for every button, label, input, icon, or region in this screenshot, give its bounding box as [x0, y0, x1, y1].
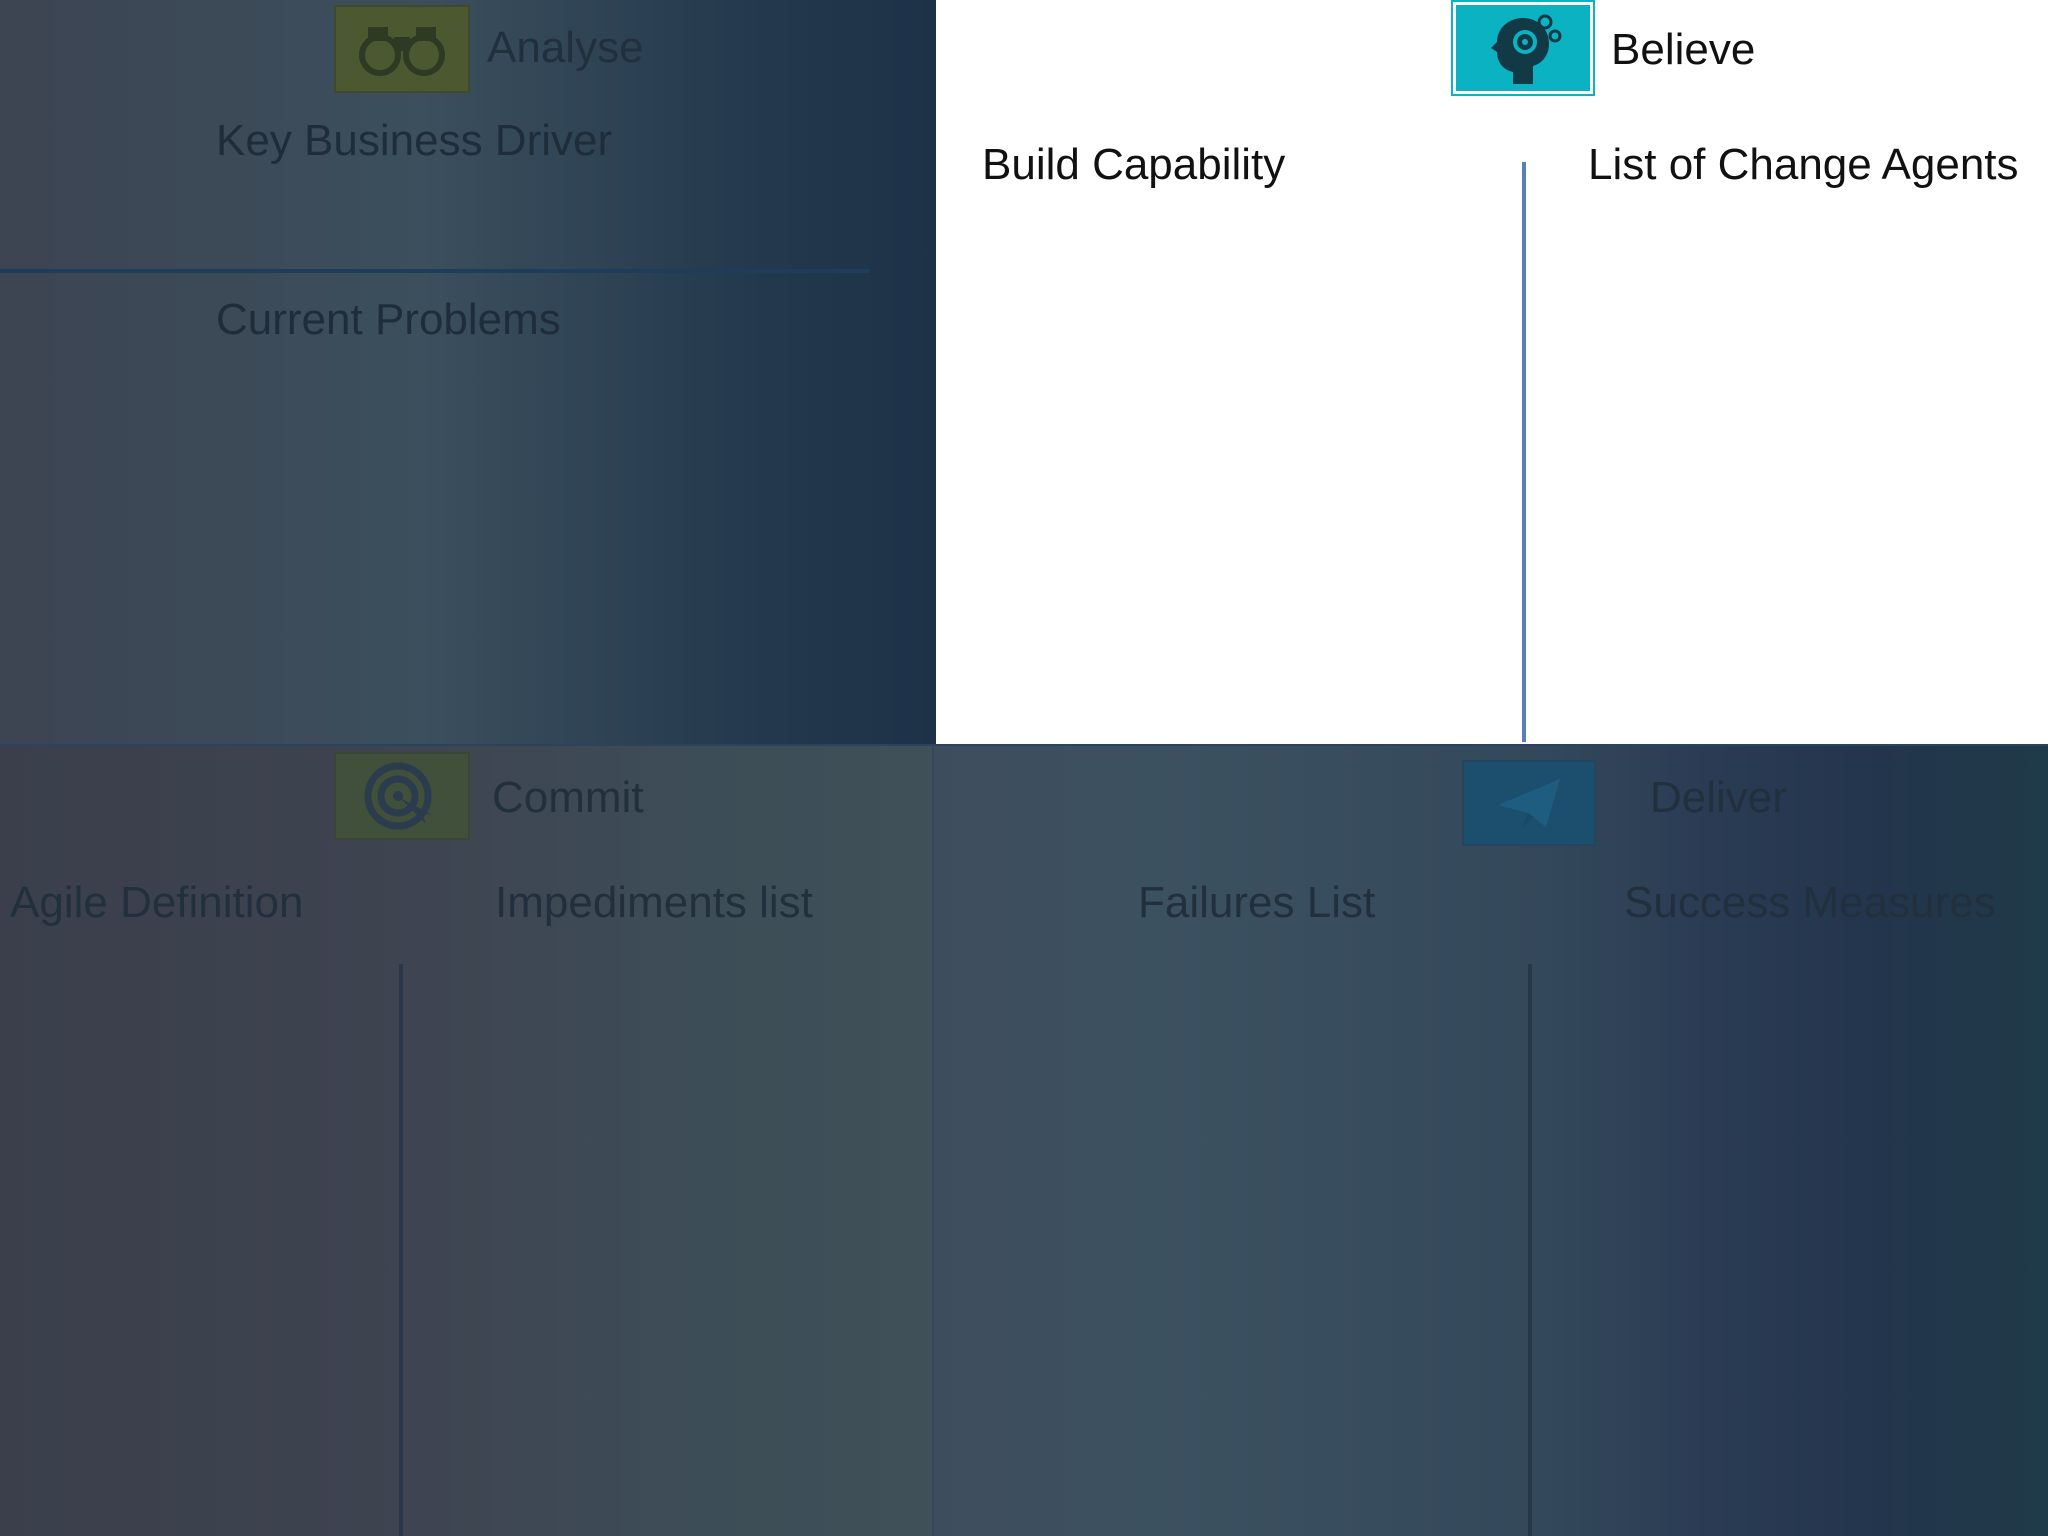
believe-quadrant: Believe Build Capability List of Change …: [936, 0, 2048, 746]
current-problems-label: Current Problems: [216, 295, 561, 344]
commit-icon-box: [334, 752, 470, 840]
analyse-divider: [0, 269, 870, 273]
success-measures-label: Success Measures: [1624, 878, 1996, 927]
analyse-icon-box: [334, 5, 470, 93]
head-gears-icon: [1491, 14, 1562, 84]
believe-column-divider: [1522, 162, 1526, 742]
believe-title: Believe: [1611, 25, 1756, 74]
analyse-quadrant: Analyse Key Business Driver Current Prob…: [0, 0, 936, 746]
target-icon: [364, 762, 434, 830]
failures-list-label: Failures List: [1138, 878, 1376, 927]
change-agents-label: List of Change Agents: [1588, 140, 2019, 189]
paper-plane-icon: [1498, 779, 1560, 827]
deliver-column-divider: [1528, 964, 1532, 1536]
deliver-icon-box: [1462, 760, 1596, 846]
agile-definition-label: Agile Definition: [10, 878, 304, 927]
believe-icon-box: [1451, 0, 1595, 96]
binoculars-icon: [359, 27, 445, 76]
commit-quadrant: Commit Agile Definition Impediments list: [0, 746, 934, 1536]
build-capability-label: Build Capability: [982, 140, 1286, 189]
impediments-list-label: Impediments list: [495, 878, 813, 927]
analyse-title: Analyse: [487, 23, 644, 72]
commit-column-divider: [399, 964, 403, 1536]
deliver-title: Deliver: [1650, 773, 1787, 822]
key-business-driver-label: Key Business Driver: [216, 116, 613, 165]
commit-title: Commit: [492, 773, 644, 822]
deliver-quadrant: Deliver Failures List Success Measures: [934, 746, 2048, 1536]
